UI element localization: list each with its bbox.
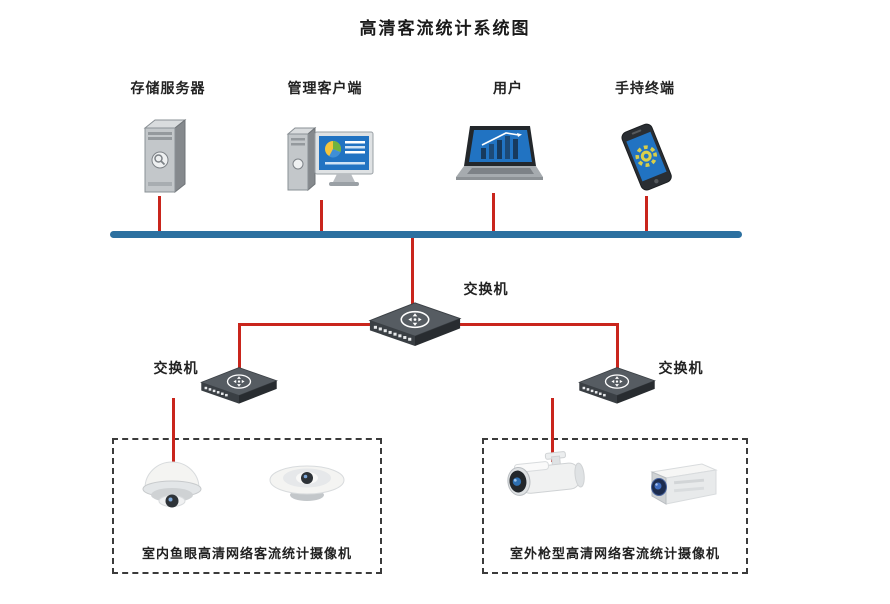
link-laptop-to-bus xyxy=(492,193,495,234)
left-network-switch-icon xyxy=(198,361,280,407)
bullet-camera-icon xyxy=(492,450,592,512)
laptop-icon xyxy=(448,124,543,194)
link-storage-to-bus xyxy=(158,196,161,234)
storage-server-label: 存储服务器 xyxy=(130,80,206,96)
indoor-camera-group-label: 室内鱼眼高清网络客流统计摄像机 xyxy=(141,546,352,561)
user-label: 用户 xyxy=(493,80,523,96)
outdoor-camera-group-label: 室外枪型高清网络客流统计摄像机 xyxy=(509,546,720,561)
right-network-switch-icon xyxy=(576,361,658,407)
fisheye-dome-camera-icon xyxy=(138,452,206,518)
link-right-switch-to-cameras xyxy=(551,398,554,462)
core-network-switch-icon xyxy=(366,295,464,350)
management-client-label: 管理客户端 xyxy=(287,80,363,96)
box-camera-icon xyxy=(640,458,722,516)
link-left-switch-to-cameras xyxy=(172,398,175,462)
indoor-camera-group-box: 室内鱼眼高清网络客流统计摄像机 xyxy=(112,438,382,574)
desktop-computer-icon xyxy=(285,118,381,200)
link-bus-to-core-switch xyxy=(411,238,414,326)
fisheye-ceiling-camera-icon xyxy=(266,458,348,510)
link-to-right-switch xyxy=(616,323,619,370)
outdoor-camera-group-box: 室外枪型高清网络客流统计摄像机 xyxy=(482,438,748,574)
smartphone-icon xyxy=(612,118,682,198)
link-phone-to-bus xyxy=(645,196,648,234)
link-client-to-bus xyxy=(320,200,323,234)
server-tower-icon xyxy=(140,116,190,198)
network-bus-line xyxy=(110,231,742,238)
left-switch-label: 交换机 xyxy=(153,360,199,376)
right-switch-label: 交换机 xyxy=(658,360,704,376)
link-to-left-switch xyxy=(238,323,241,370)
diagram-title: 高清客流统计系统图 xyxy=(359,19,531,38)
core-switch-label: 交换机 xyxy=(463,281,509,297)
handheld-terminal-label: 手持终端 xyxy=(615,80,675,96)
